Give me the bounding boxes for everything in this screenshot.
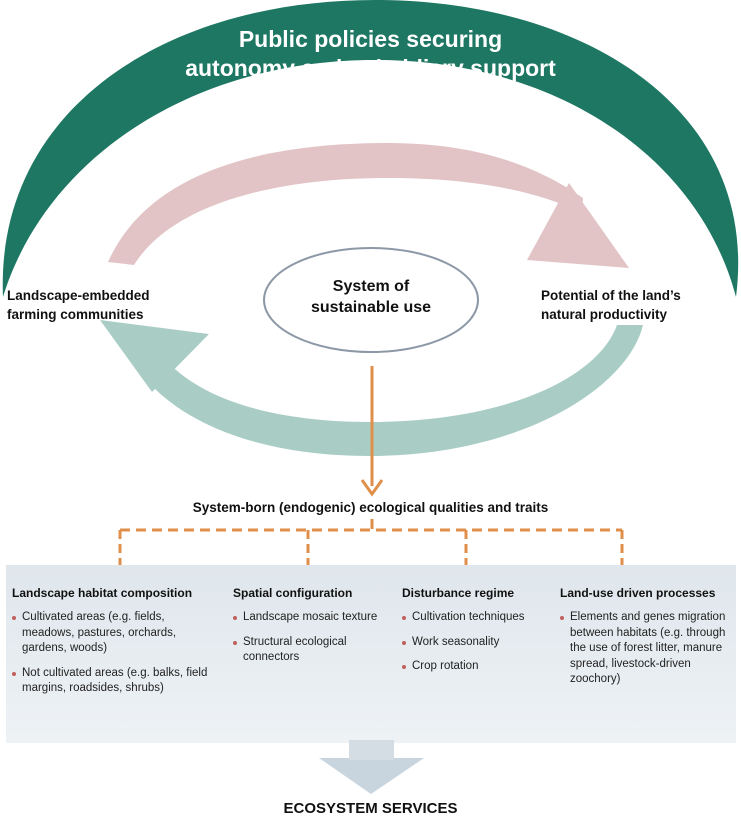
- bullet-dot: [233, 616, 237, 620]
- policy-title-line1: Public policies securing: [238, 26, 503, 52]
- left-label-line1: Landscape-embedded: [7, 288, 150, 303]
- left-label-line2: farming communities: [7, 307, 144, 322]
- center-label-line1: System of: [332, 278, 410, 295]
- list-item: Elements and genes migration between hab…: [560, 610, 735, 688]
- teal-arrowhead: [100, 320, 209, 392]
- list-item: Cultivation techniques: [402, 610, 552, 626]
- column-land-use-processes: Land-use driven processes Elements and g…: [560, 586, 735, 697]
- ecosystem-services-label: ECOSYSTEM SERVICES: [283, 800, 458, 817]
- list-item: Structural ecological connectors: [233, 635, 393, 666]
- column-disturbance-regime: Disturbance regime Cultivation technique…: [402, 586, 552, 684]
- column-heading: Land-use driven processes: [560, 586, 716, 600]
- pink-arrowhead: [527, 183, 629, 268]
- column-heading: Landscape habitat composition: [12, 586, 193, 600]
- center-label: System of sustainable use: [266, 276, 476, 318]
- column-spatial-configuration: Spatial configuration Landscape mosaic t…: [233, 586, 393, 675]
- qualities-label: System-born (endogenic) ecological quali…: [192, 500, 549, 515]
- list-item: Crop rotation: [402, 659, 552, 675]
- bullet-dot: [402, 640, 406, 645]
- bullet-dot: [12, 616, 16, 620]
- pink-cycle-arrow: [108, 143, 583, 265]
- policy-title-line2: autonomy and subsidiary support: [185, 55, 556, 81]
- right-label-line1: Potential of the land’s: [541, 288, 681, 303]
- right-label: Potential of the land’s natural producti…: [541, 286, 681, 324]
- output-arrow-shaft: [349, 740, 394, 760]
- column-heading: Disturbance regime: [402, 586, 515, 600]
- bullet-dot: [12, 671, 16, 676]
- list-item: Cultivated areas (e.g. fields, meadows, …: [12, 610, 212, 657]
- left-label: Landscape-embedded farming communities: [7, 286, 150, 324]
- qualities-panel: [6, 565, 736, 743]
- bullet-dot: [233, 640, 237, 645]
- right-label-line2: natural productivity: [541, 307, 668, 322]
- policy-arch: [2, 0, 739, 297]
- column-heading: Spatial configuration: [233, 586, 353, 600]
- bullet-dot: [402, 665, 406, 669]
- bullet-dot: [560, 616, 564, 620]
- teal-cycle-arrow: [145, 325, 643, 456]
- output-down-arrow: [319, 743, 424, 794]
- list-item: Work seasonality: [402, 635, 552, 651]
- center-ellipse: [263, 247, 479, 353]
- center-label-line2: sustainable use: [310, 299, 432, 316]
- bullet-dot: [402, 616, 406, 620]
- list-item: Landscape mosaic texture: [233, 610, 393, 626]
- list-item: Not cultivated areas (e.g. balks, field …: [12, 666, 212, 697]
- column-habitat-composition: Landscape habitat composition Cultivated…: [12, 586, 212, 706]
- orange-down-arrowhead: [360, 479, 384, 497]
